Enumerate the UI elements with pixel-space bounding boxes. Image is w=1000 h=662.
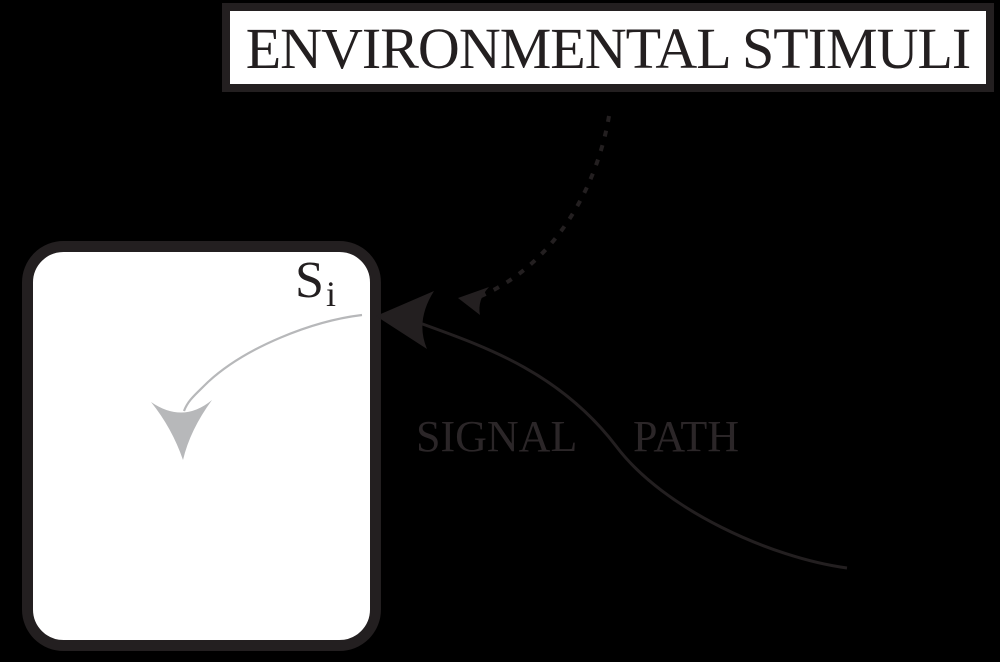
signal-arrowhead-icon — [376, 291, 434, 349]
signal-path-curve — [416, 320, 848, 570]
environmental-stimuli-label: ENVIRONMENTAL STIMULI — [246, 16, 971, 81]
cell-box-label-sub: i — [326, 274, 336, 314]
internal-signal-curve — [182, 313, 363, 412]
stimuli-dotted-arrow — [473, 115, 611, 301]
environmental-stimuli-box — [222, 3, 994, 92]
cell-box — [22, 241, 381, 651]
cell-box-label-main: S — [295, 252, 324, 309]
internal-arrowhead-icon — [151, 400, 212, 460]
dotted-arrowhead-icon — [458, 287, 489, 315]
signal-path-label-word1: SIGNAL — [416, 412, 577, 461]
signal-path-label-word2: PATH — [633, 412, 739, 461]
